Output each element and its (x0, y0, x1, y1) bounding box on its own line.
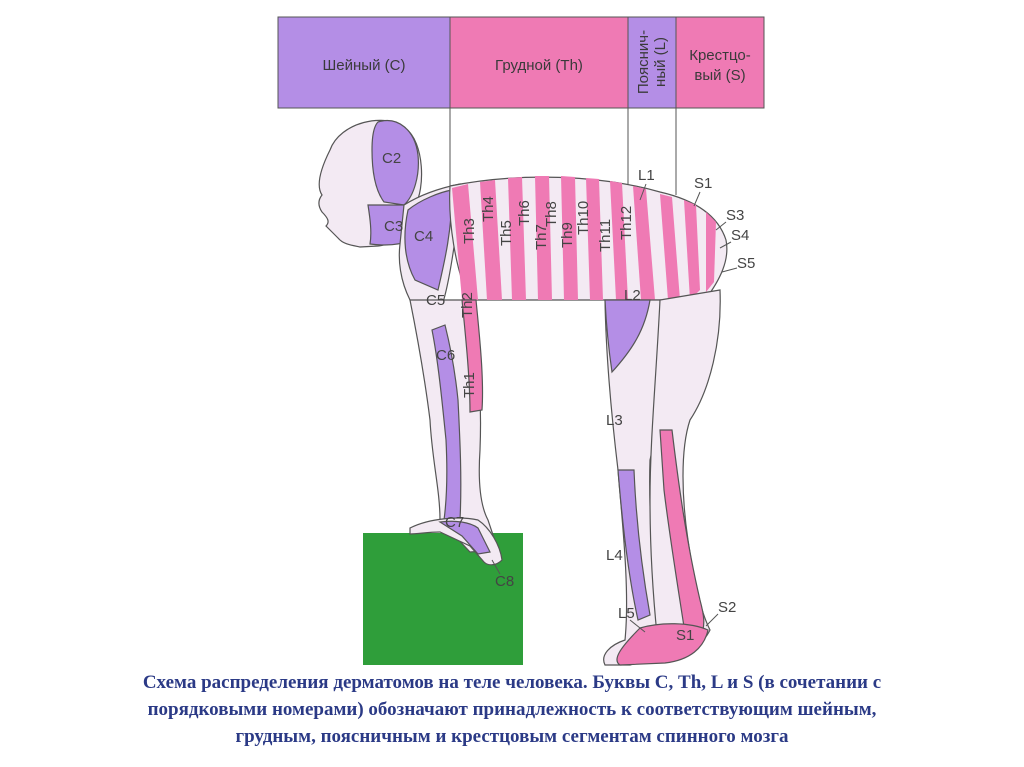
label-C3: C3 (384, 218, 403, 235)
label-Th6: Th6 (516, 200, 533, 226)
dermatome-diagram: Шейный (C) Грудной (Th) Пояснич- ный (L)… (0, 0, 1024, 667)
header-thoracic-label: Грудной (Th) (495, 57, 583, 74)
label-Th7: Th7 (533, 224, 550, 250)
label-Th8: Th8 (543, 201, 560, 227)
caption-line-1: Схема распределения дерматомов на теле ч… (0, 669, 1024, 696)
label-Th1: Th1 (461, 372, 478, 398)
label-Th5: Th5 (498, 220, 515, 246)
figure-caption: Схема распределения дерматомов на теле ч… (0, 669, 1024, 750)
header-sacral-label-1: Крестцо- (689, 47, 751, 64)
label-S4: S4 (731, 227, 749, 244)
label-L3: L3 (606, 412, 623, 429)
label-L4: L4 (606, 547, 623, 564)
label-L5: L5 (618, 605, 635, 622)
label-C5: C5 (426, 292, 445, 309)
header-lumbar-label-1: Пояснич- (635, 30, 652, 94)
caption-line-2: порядковыми номерами) обозначают принадл… (0, 696, 1024, 723)
label-S3: S3 (726, 207, 744, 224)
label-C2: C2 (382, 150, 401, 167)
label-C4: C4 (414, 228, 433, 245)
label-C7: C7 (445, 514, 464, 531)
label-C8: C8 (495, 573, 514, 590)
label-S1-top: S1 (694, 175, 712, 192)
label-C6: C6 (436, 347, 455, 364)
label-L2: L2 (624, 287, 641, 304)
label-S2: S2 (718, 599, 736, 616)
label-Th9: Th9 (559, 222, 576, 248)
header-sacral-label-2: вый (S) (694, 67, 745, 84)
label-Th4: Th4 (480, 196, 497, 222)
header-lumbar-label-2: ный (L) (652, 37, 669, 87)
caption-line-3: грудным, поясничным и крестцовым сегмент… (0, 723, 1024, 750)
header-cervical-label: Шейный (C) (323, 57, 406, 74)
label-Th11: Th11 (597, 219, 614, 252)
label-L1: L1 (638, 167, 655, 184)
label-Th12: Th12 (618, 206, 635, 240)
label-Th2: Th2 (459, 292, 476, 318)
label-Th3: Th3 (461, 218, 478, 244)
label-Th10: Th10 (575, 201, 592, 235)
label-S1-foot: S1 (676, 627, 694, 644)
label-S5: S5 (737, 255, 755, 272)
